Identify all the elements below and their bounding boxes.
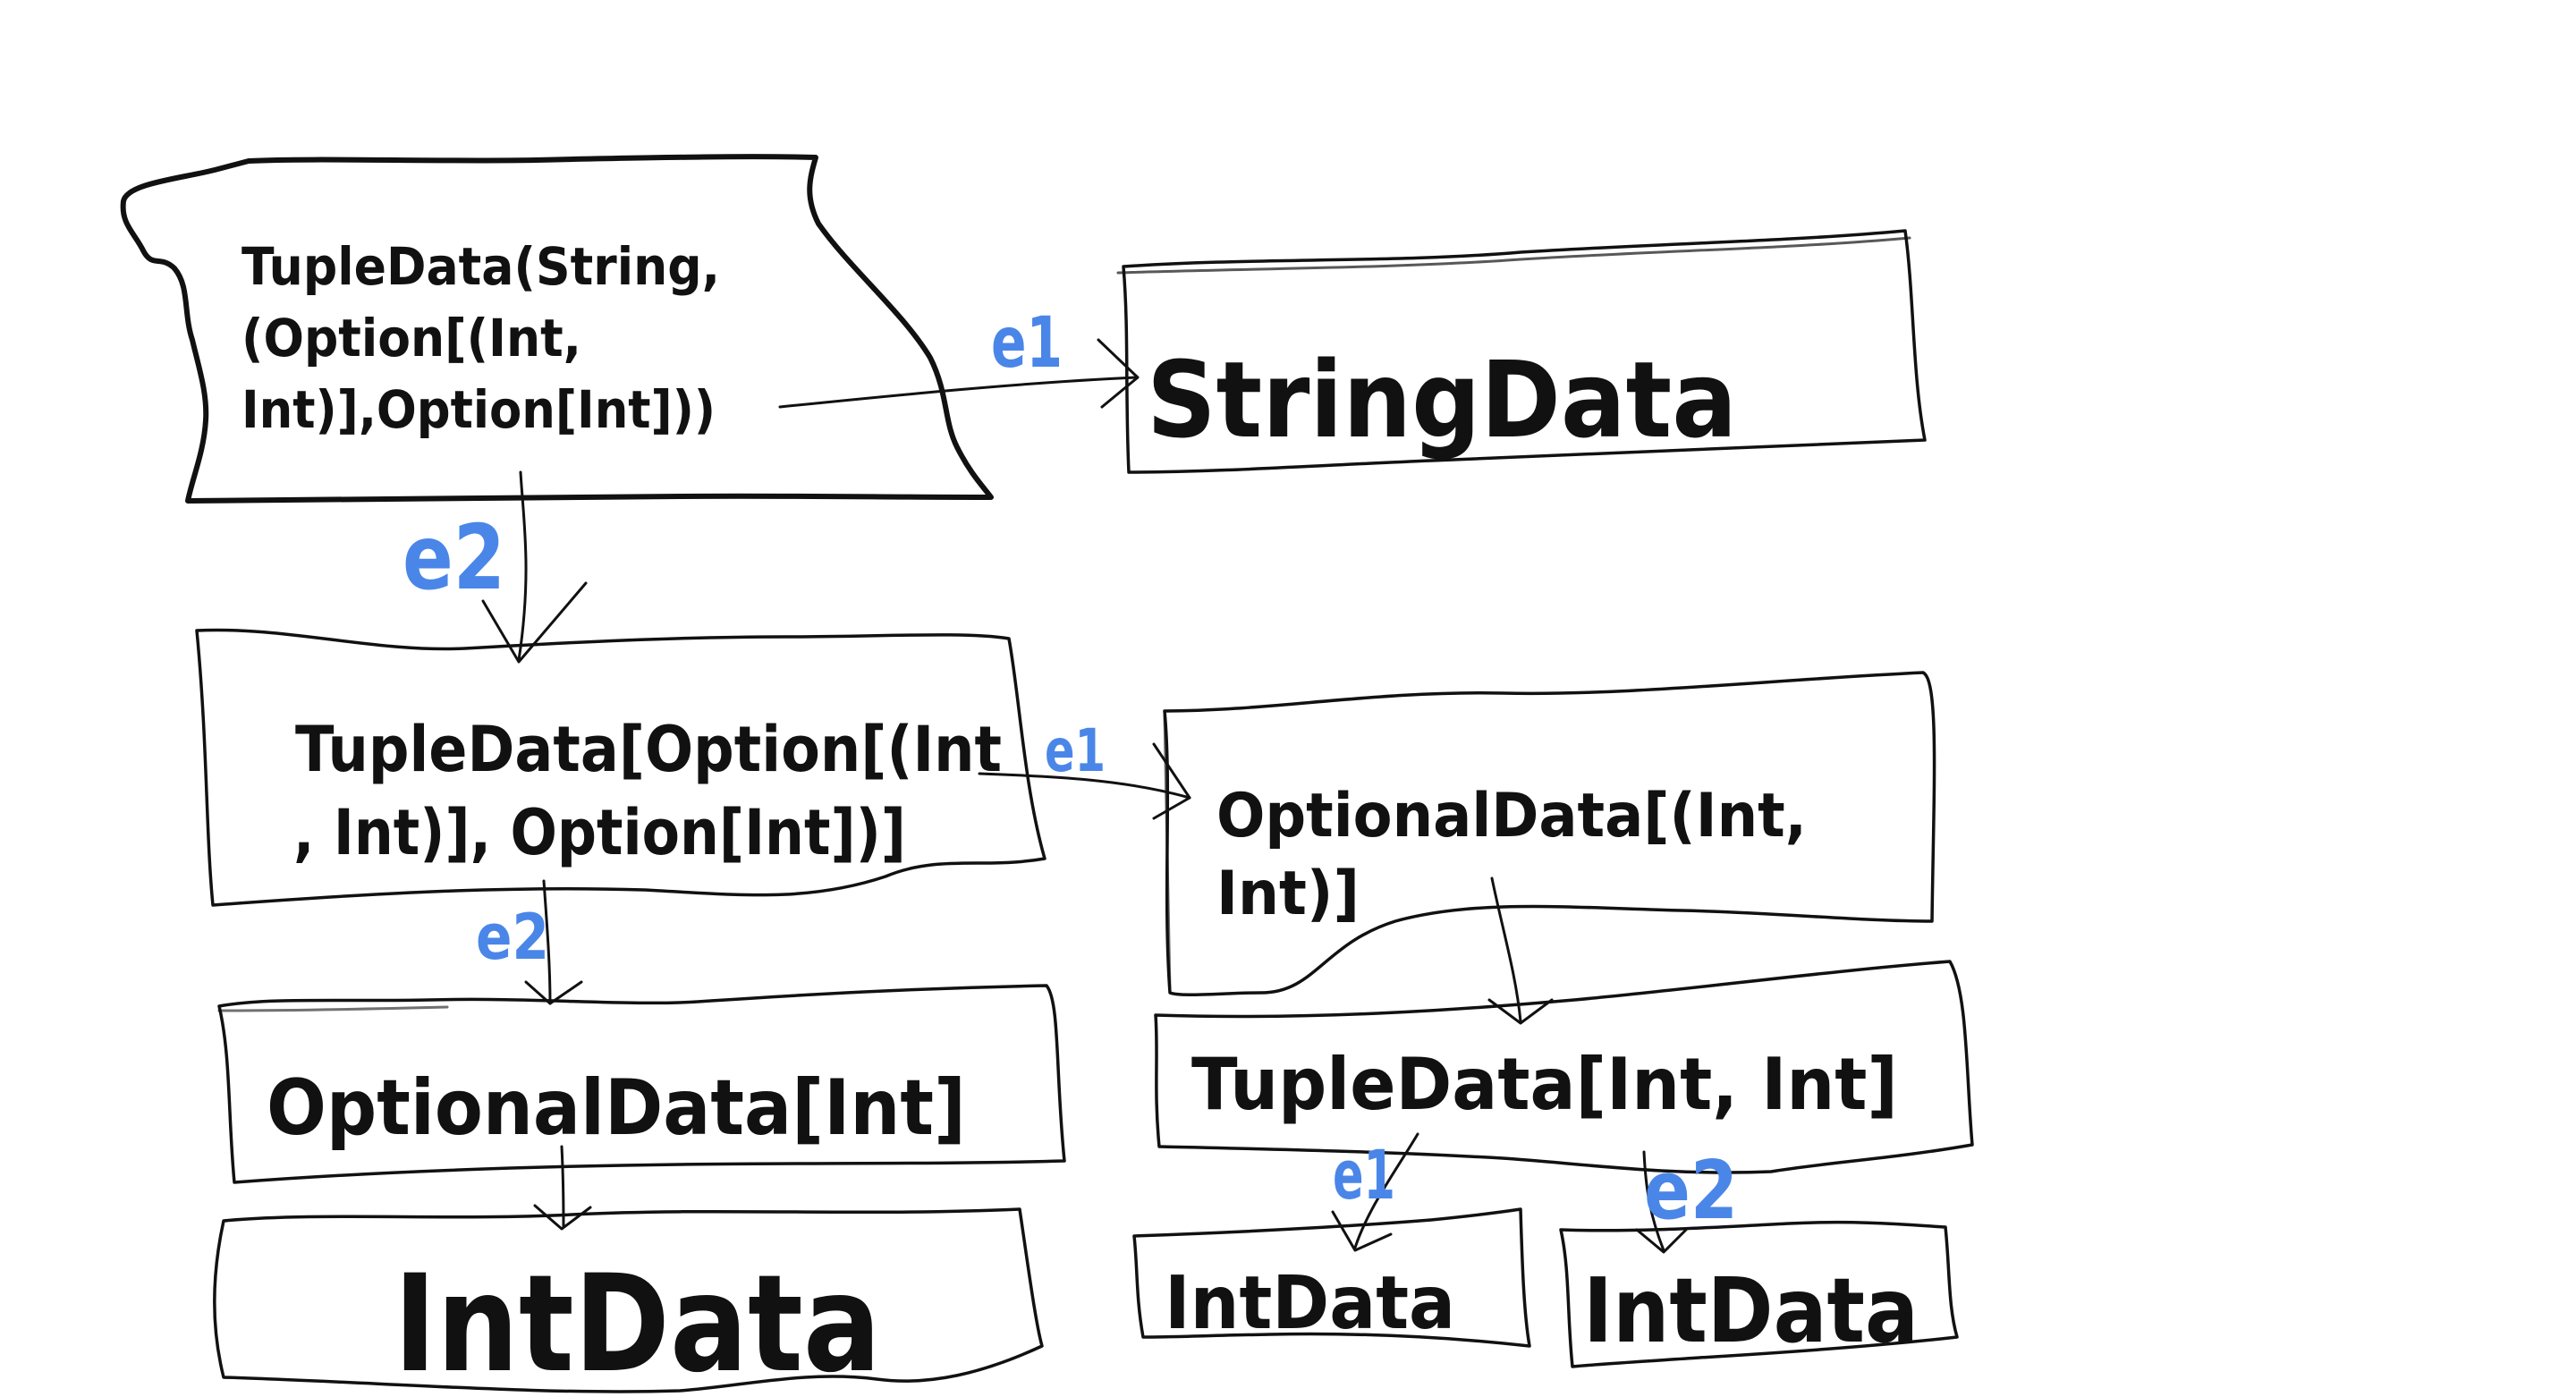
edge-label-root-to-string: e1	[991, 303, 1063, 384]
int-data-right-label: IntData	[1583, 1258, 1919, 1363]
edge-tuple-to-optional-int	[542, 879, 552, 1005]
root-node: TupleData(String, (Option[(Int, Int)],Op…	[242, 236, 720, 440]
tuple-mid-line-2: , Int)], Option[Int])]	[293, 796, 906, 869]
tuple-int-int-box	[1154, 960, 1974, 1174]
edge-tuple-to-optional-pair	[978, 772, 1191, 800]
int-data-mid-label: IntData	[1165, 1261, 1455, 1346]
edge-optional-int-to-int	[560, 1145, 565, 1229]
edge-label-root-to-tuple: e2	[402, 505, 505, 610]
int-data-right-box	[1559, 1220, 1959, 1368]
optional-int-box	[217, 984, 1066, 1184]
int-data-left-box	[213, 1207, 1044, 1393]
optional-pair-node: OptionalData[(Int, Int)]	[1216, 781, 1807, 929]
edge-tuple-to-int-right	[1642, 1150, 1665, 1252]
edge-label-tuple-to-int-right: e2	[1644, 1144, 1738, 1238]
tuple-mid-line-1: TupleData[Option[(Int	[295, 713, 1002, 786]
edge-label-tuple-to-optional-pair: e1	[1045, 716, 1106, 785]
edge-label-tuple-to-optional-int: e2	[476, 901, 549, 974]
optional-pair-line-1: OptionalData[(Int,	[1216, 781, 1807, 851]
optional-int-label: OptionalData[Int]	[267, 1063, 966, 1153]
tuple-mid-box	[195, 628, 1046, 907]
optional-pair-line-2: Int)]	[1216, 859, 1360, 929]
int-data-left-label: IntData	[394, 1247, 881, 1397]
optional-pair-box	[1163, 671, 1936, 996]
root-node-box	[120, 154, 994, 504]
string-data-box	[1122, 229, 1927, 474]
int-data-mid-box	[1132, 1207, 1531, 1348]
string-data-label: StringData	[1147, 338, 1737, 461]
tuple-int-int-label: TupleData[Int, Int]	[1191, 1043, 1898, 1126]
root-node-line-2: (Option[(Int,	[242, 308, 581, 368]
tuple-mid-node: TupleData[Option[(Int , Int)], Option[In…	[293, 713, 1002, 869]
edge-root-to-tuple	[517, 470, 528, 662]
root-node-line-1: TupleData(String,	[242, 236, 720, 297]
edge-optional-pair-to-tuple	[1490, 876, 1522, 1023]
edge-tuple-to-int-left	[1353, 1132, 1419, 1249]
root-node-line-3: Int)],Option[Int]))	[242, 379, 716, 440]
edge-label-tuple-to-int-left: e1	[1333, 1135, 1395, 1215]
edge-root-to-string	[778, 376, 1138, 409]
